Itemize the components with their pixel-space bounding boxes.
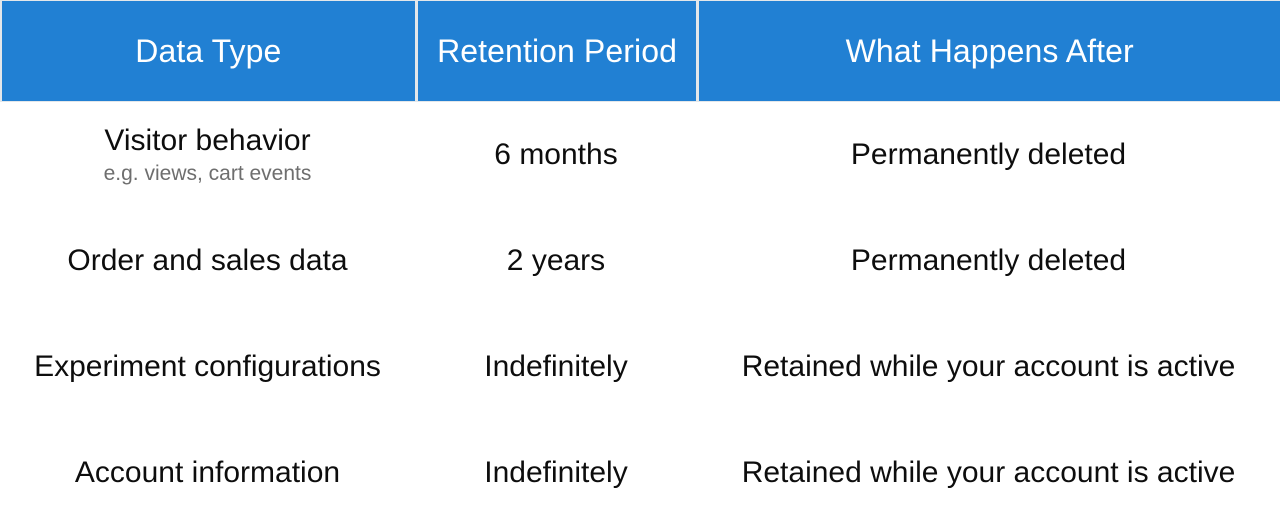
cell-primary-text: Permanently deleted	[850, 244, 1127, 278]
column-header-label: Data Type	[135, 33, 282, 69]
cell-primary-text: Indefinitely	[484, 456, 628, 490]
column-header-what-happens-after: What Happens After	[699, 1, 1280, 101]
cell-data-type: Experiment configurations	[0, 350, 415, 384]
cell-retention-period: 2 years	[415, 244, 697, 278]
table-row: Visitor behavior e.g. views, cart events…	[0, 102, 1280, 208]
cell-primary-text: Experiment configurations	[34, 350, 381, 384]
cell-data-type: Order and sales data	[0, 244, 415, 278]
cell-data-type: Visitor behavior e.g. views, cart events	[0, 124, 415, 186]
table-row: Order and sales data 2 years Permanently…	[0, 208, 1280, 314]
cell-what-happens-after: Retained while your account is active	[697, 350, 1280, 384]
column-header-data-type: Data Type	[2, 1, 415, 101]
cell-primary-text: Visitor behavior	[104, 124, 311, 158]
cell-primary-text: 2 years	[506, 244, 606, 278]
cell-retention-period: Indefinitely	[415, 350, 697, 384]
column-header-retention-period: Retention Period	[417, 1, 697, 101]
cell-data-type: Account information	[0, 456, 415, 490]
cell-primary-text: Retained while your account is active	[741, 456, 1236, 490]
cell-retention-period: 6 months	[415, 138, 697, 172]
cell-primary-text: Order and sales data	[67, 244, 348, 278]
cell-primary-text: Indefinitely	[484, 350, 628, 384]
table-row: Experiment configurations Indefinitely R…	[0, 314, 1280, 420]
cell-primary-text: Permanently deleted	[850, 138, 1127, 172]
cell-what-happens-after: Permanently deleted	[697, 244, 1280, 278]
cell-secondary-text: e.g. views, cart events	[103, 161, 312, 185]
table-header-row: Data Type Retention Period What Happens …	[0, 0, 1280, 102]
table-row: Account information Indefinitely Retaine…	[0, 420, 1280, 526]
table-body: Visitor behavior e.g. views, cart events…	[0, 102, 1280, 526]
cell-retention-period: Indefinitely	[415, 456, 697, 490]
cell-primary-text: Account information	[74, 456, 341, 490]
column-header-label: Retention Period	[437, 33, 678, 69]
cell-what-happens-after: Permanently deleted	[697, 138, 1280, 172]
cell-primary-text: Retained while your account is active	[741, 350, 1236, 384]
cell-what-happens-after: Retained while your account is active	[697, 456, 1280, 490]
cell-primary-text: 6 months	[494, 138, 618, 172]
column-header-label: What Happens After	[845, 33, 1134, 69]
